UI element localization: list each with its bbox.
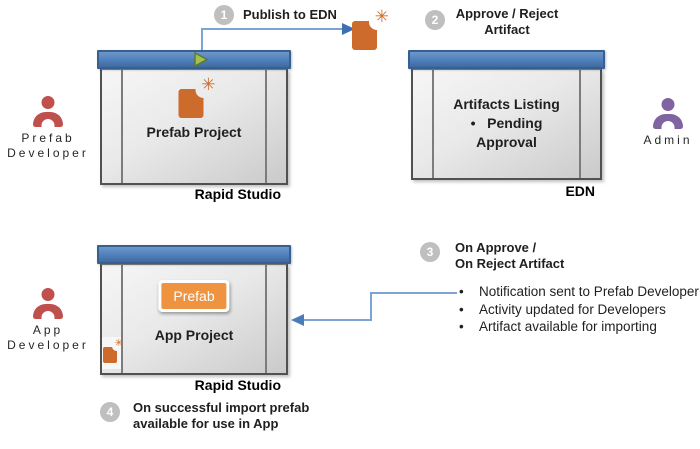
actor-admin: Admin [620,98,700,148]
step-2-number: 2 [431,13,439,27]
step-2-line2: Artifact [484,22,530,37]
person-icon [30,96,66,127]
rapid-studio-bottom-caption: Rapid Studio [194,377,281,393]
step-3-number: 3 [426,245,434,259]
actor-label: Admin [643,133,693,147]
step-2-badge: 2 [425,10,445,30]
left-rail-divider [121,265,123,373]
actor-app-developer: App Developer [0,288,96,353]
step-1-label: Publish to EDN [243,7,337,22]
right-rail-divider [265,70,267,183]
publish-arrow-line [201,28,343,52]
bullet-icon: • [459,301,464,317]
new-artifact-star-icon: ✳ [201,75,216,94]
new-artifact-star-icon: ✳ [114,337,123,349]
window-titlebar [408,50,605,69]
rapid-studio-top-caption: Rapid Studio [194,186,281,202]
window-rapid-studio-top: ✳ Prefab Project [97,50,291,185]
window-body: Artifacts Listing • Pending Approval [411,69,602,180]
step-4-label: On successful import prefab available fo… [133,400,309,432]
window-titlebar [97,50,291,69]
actor-label: Prefab Developer [7,131,89,160]
step-3-line2: On Reject Artifact [455,256,565,271]
play-icon [193,52,209,67]
list-item: • Activity updated for Developers [459,301,666,317]
window-edn: Artifacts Listing • Pending Approval [408,50,605,180]
left-rail-divider [121,70,123,183]
published-artifact-icon: ✳ [352,8,389,50]
artifacts-listing-text: Artifacts Listing • Pending Approval [453,96,560,150]
bullet-icon: • [459,319,464,334]
person-icon [650,98,686,129]
window-titlebar [97,245,291,264]
step-3-line1: On Approve / [455,240,537,255]
notify-arrowhead-icon [291,314,304,326]
document-bite-shape [369,14,385,30]
prefab-artifact-icon: ✳ [178,76,216,118]
step-1-badge: 1 [214,5,234,25]
window-rapid-studio-bottom: Prefab App Project ✳ [97,245,291,375]
step-4-line2: available for use in App [133,416,279,431]
actor-label: App Developer [7,323,89,352]
list-item: • Notification sent to Prefab Developer [459,284,699,299]
step-2-line1: Approve / Reject [455,6,559,21]
right-rail-divider [265,265,267,373]
step-4-line1: On successful import prefab [133,400,310,415]
edn-caption: EDN [565,183,595,199]
person-icon [30,288,66,319]
list-item: • Artifact available for importing [459,319,657,334]
window-body: Prefab App Project ✳ [100,264,288,375]
actor-prefab-developer: Prefab Developer [0,96,96,161]
step-3-label: On Approve / On Reject Artifact [455,240,564,272]
notify-arrow-line [303,292,457,321]
step-4-badge: 4 [100,402,120,422]
app-project-label: App Project [154,327,234,343]
prefab-badge: Prefab [158,280,230,312]
step-2-label: Approve / Reject Artifact [449,6,565,38]
prefab-badge-label: Prefab [161,283,227,309]
step-3-badge: 3 [420,242,440,262]
step-1-number: 1 [220,8,228,22]
imported-artifact-slot: ✳ [102,337,123,369]
prefab-project-label: Prefab Project [146,124,242,140]
bullet-icon: • [459,284,464,299]
imported-artifact-icon: ✳ [103,338,123,363]
new-artifact-star-icon: ✳ [374,7,389,26]
step-4-number: 4 [106,405,114,419]
step-3-outcomes-list: • Notification sent to Prefab Developer … [455,284,700,337]
window-body: ✳ Prefab Project [100,69,288,185]
right-rail-divider [579,70,581,178]
left-rail-divider [432,70,434,178]
